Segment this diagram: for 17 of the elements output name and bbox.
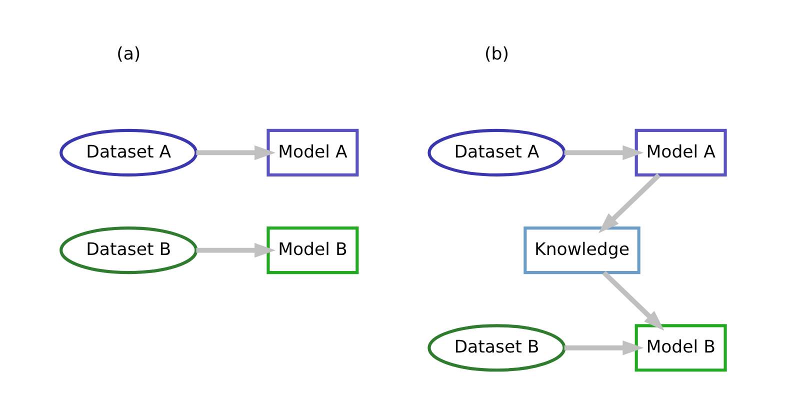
arrow — [564, 340, 644, 356]
node-box: Model B — [634, 324, 727, 372]
arrow — [602, 270, 664, 331]
arrow — [598, 173, 661, 234]
arrow — [196, 145, 276, 160]
node-box: Knowledge — [524, 226, 640, 274]
label: (a) — [116, 44, 141, 65]
arrow — [196, 242, 276, 258]
node-ellipse: Dataset A — [428, 128, 566, 176]
arrow — [564, 145, 644, 160]
node-box: Model A — [266, 128, 359, 176]
label: (b) — [484, 44, 509, 65]
node-ellipse: Dataset B — [60, 226, 198, 274]
node-ellipse: Dataset A — [60, 128, 198, 176]
node-box: Model A — [634, 128, 727, 176]
node-ellipse: Dataset B — [428, 324, 566, 372]
node-box: Model B — [266, 226, 359, 274]
